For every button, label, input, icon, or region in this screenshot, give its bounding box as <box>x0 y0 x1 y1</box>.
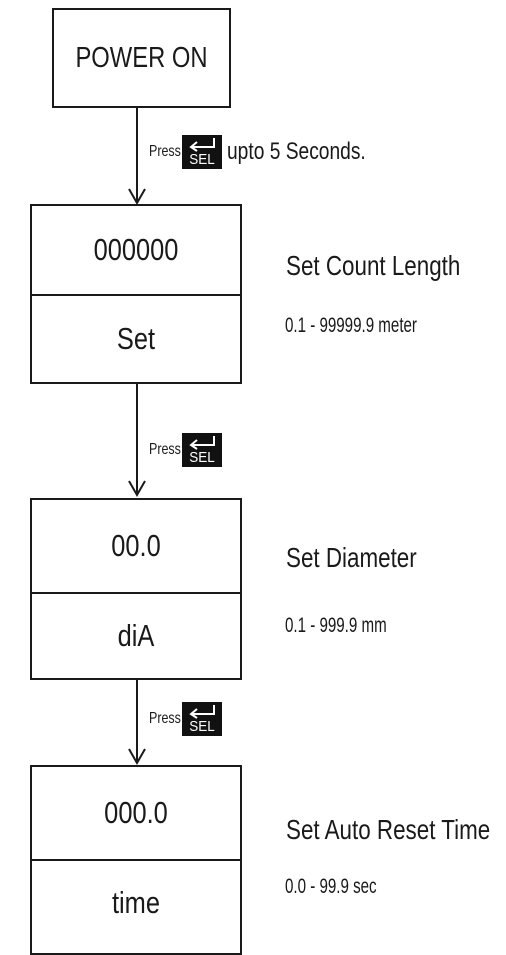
enter-arrow-icon <box>189 705 215 719</box>
power-on-box: POWER ON <box>52 8 231 108</box>
display-divider <box>32 859 240 861</box>
count-length-display: 000000 Set <box>30 204 242 384</box>
display-divider <box>32 592 240 594</box>
diameter-title: Set Diameter <box>286 542 417 573</box>
diameter-range: 0.1 - 999.9 mm <box>285 614 387 637</box>
diameter-code: diA <box>117 618 155 653</box>
enter-arrow-icon <box>189 436 215 450</box>
diameter-value: 00.0 <box>111 528 161 563</box>
press-label: Press <box>148 143 181 160</box>
press-sel-instruction-2: Press SEL <box>140 433 222 467</box>
auto-reset-value: 000.0 <box>104 795 168 830</box>
enter-arrow-icon <box>189 138 215 152</box>
count-length-range: 0.1 - 99999.9 meter <box>285 314 417 337</box>
auto-reset-display: 000.0 time <box>30 765 242 955</box>
count-length-code: Set <box>116 321 156 356</box>
hold-duration-text: upto 5 Seconds. <box>226 138 366 165</box>
down-arrow-icon <box>128 188 146 206</box>
auto-reset-code: time <box>111 885 161 920</box>
auto-reset-title: Set Auto Reset Time <box>286 814 491 845</box>
press-sel-instruction-3: Press SEL <box>140 702 222 736</box>
count-length-value: 000000 <box>93 232 179 267</box>
auto-reset-range: 0.0 - 99.9 sec <box>285 875 377 898</box>
press-label: Press <box>148 441 181 458</box>
power-on-label: POWER ON <box>75 41 208 74</box>
sel-key: SEL <box>181 702 222 736</box>
sel-key-label: SEL <box>189 449 215 466</box>
press-sel-instruction-1: Press SEL upto 5 Seconds. <box>140 135 400 169</box>
press-label: Press <box>148 710 181 727</box>
sel-key-label: SEL <box>189 151 215 168</box>
down-arrow-icon <box>128 748 146 766</box>
display-divider <box>32 294 240 296</box>
down-arrow-icon <box>128 480 146 498</box>
sel-key: SEL <box>181 433 222 467</box>
sel-key: SEL <box>181 135 222 169</box>
sel-key-label: SEL <box>189 718 215 735</box>
diameter-display: 00.0 diA <box>30 498 242 680</box>
count-length-title: Set Count Length <box>286 250 461 281</box>
